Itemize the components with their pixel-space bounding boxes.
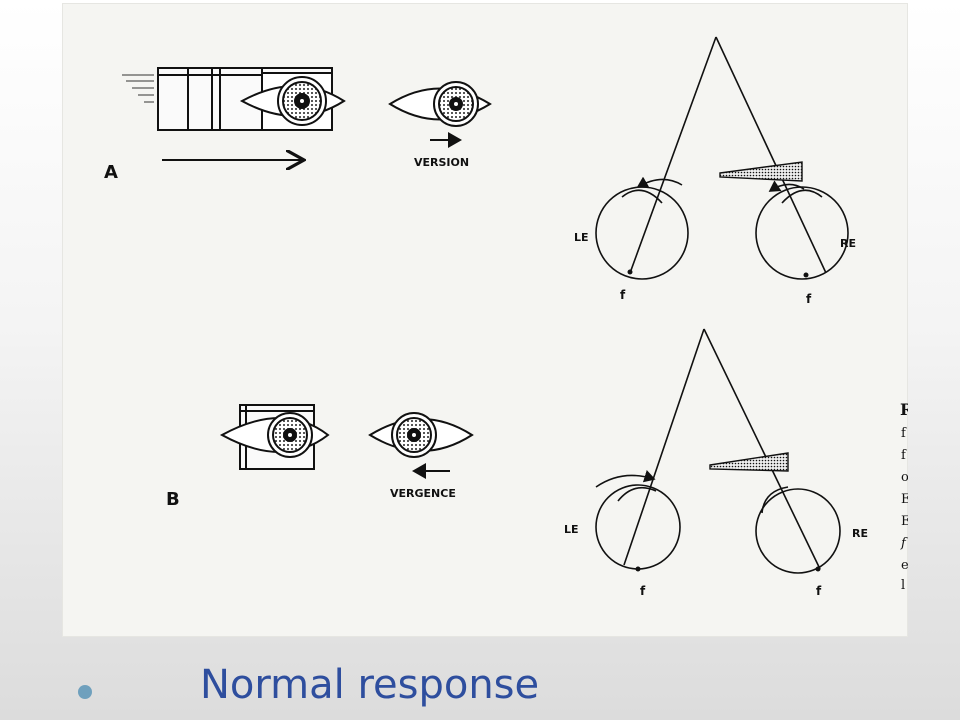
fovea-dot-le-a xyxy=(627,269,633,275)
prism-a xyxy=(719,161,803,182)
fovea-label-le-b: f xyxy=(640,584,646,598)
crop-fragment: o xyxy=(901,470,908,485)
vergence-label: VERGENCE xyxy=(390,487,456,500)
panel-b: B VERGENCE xyxy=(166,328,868,598)
motion-lines xyxy=(122,74,154,103)
prism-b xyxy=(709,452,789,472)
re-label-a: RE xyxy=(840,237,856,250)
fovea-dot-re-a xyxy=(803,272,809,278)
fovea-label-le-a: f xyxy=(620,288,626,302)
fovea-dot-le-b xyxy=(635,566,641,572)
bullet-point xyxy=(78,685,92,699)
panel-a: A VERSION xyxy=(104,36,856,306)
le-label-a: LE xyxy=(574,231,589,244)
scanned-figure: A VERSION xyxy=(62,3,908,637)
crop-fragment: l xyxy=(901,578,905,593)
slide-caption: Normal response xyxy=(200,662,540,708)
eye-a xyxy=(388,81,492,127)
re-label-b: RE xyxy=(852,527,868,540)
panel-b-letter: B xyxy=(166,489,180,510)
moving-target xyxy=(157,67,346,131)
diagram-canvas: A VERSION xyxy=(104,36,908,598)
cropped-text-column: R f f o E E f e l xyxy=(900,400,908,593)
crop-fragment: f xyxy=(901,448,907,463)
crop-fragment: R xyxy=(900,400,908,419)
panel-a-letter: A xyxy=(104,162,118,183)
geometry-a xyxy=(595,36,849,280)
fovea-label-re-b: f xyxy=(816,584,822,598)
crop-fragment: E xyxy=(901,514,908,529)
fovea-label-re-a: f xyxy=(806,292,812,306)
eye-b xyxy=(368,412,474,458)
version-label: VERSION xyxy=(414,156,469,169)
crop-fragment: f xyxy=(901,426,907,441)
stationary-target xyxy=(219,404,330,470)
crop-fragment: e xyxy=(901,558,908,573)
crop-fragment: E xyxy=(901,492,908,507)
geometry-b xyxy=(595,328,841,574)
fovea-dot-re-b xyxy=(815,566,821,572)
le-label-b: LE xyxy=(564,523,579,536)
crop-fragment: f xyxy=(900,536,908,551)
